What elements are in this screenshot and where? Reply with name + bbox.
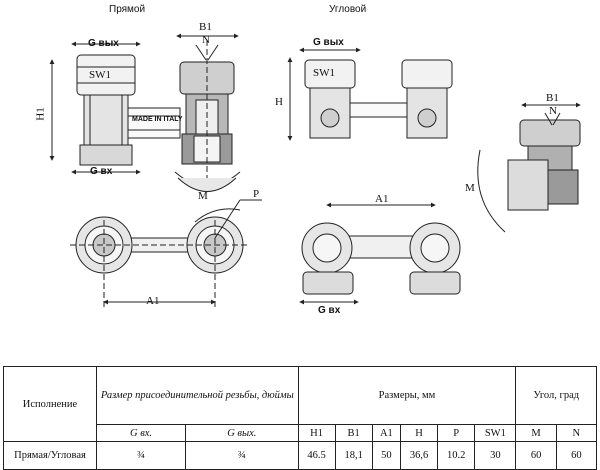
dim-label-a1-straight: A1 — [146, 295, 160, 307]
angle-valve-front-view — [287, 47, 453, 141]
spec-table: Исполнение Размер присоединительной резь… — [3, 366, 598, 470]
dim-label-sw1-straight: SW1 — [89, 69, 111, 81]
subheader-g-in: G вх. — [95, 424, 187, 442]
dim-label-h1: H1 — [34, 107, 47, 121]
dim-label-b1-angle: B1 — [546, 92, 559, 104]
cell-sw1: 30 — [474, 441, 517, 470]
angle-valve-top-view — [299, 202, 461, 305]
subheader-b1: B1 — [334, 424, 373, 442]
subheader-p: P — [437, 424, 476, 442]
header-execution: Исполнение — [3, 366, 97, 442]
header-angle: Угол, град — [515, 366, 597, 425]
subheader-h1: H1 — [297, 424, 336, 442]
dim-label-h: H — [275, 96, 283, 108]
dim-label-a1-angle: A1 — [375, 193, 389, 205]
cell-p: 10.2 — [437, 441, 476, 470]
dim-label-g-in-straight: G вх — [90, 166, 113, 177]
angle-valve-side-view — [477, 102, 581, 233]
subheader-n: N — [555, 424, 598, 442]
angle-view-title: Угловой — [329, 4, 367, 15]
header-dimensions: Размеры, мм — [297, 366, 517, 425]
dim-label-g-out-angle: G вых — [313, 37, 344, 48]
straight-valve-front-view — [49, 33, 241, 192]
straight-view-title: Прямой — [109, 4, 146, 15]
dim-label-b1-straight: B1 — [199, 21, 212, 33]
cell-a1: 50 — [371, 441, 402, 470]
cell-g-in: ¾ — [95, 441, 187, 470]
dim-label-m-straight: M — [198, 190, 208, 202]
dim-label-n-angle: N — [549, 105, 557, 117]
subheader-m: M — [515, 424, 557, 442]
made-in-italy-marking: MADE IN ITALY — [132, 116, 183, 123]
cell-m: 60 — [515, 441, 557, 470]
straight-valve-top-view — [70, 199, 262, 310]
technical-drawing — [49, 33, 581, 310]
row-name: Прямая/Угловая — [3, 441, 97, 470]
cell-n: 60 — [555, 441, 598, 470]
cell-g-out: ¾ — [185, 441, 299, 470]
header-thread-size: Размер присоединительной резьбы, дюймы — [96, 366, 299, 425]
dim-label-sw1-angle: SW1 — [313, 67, 335, 79]
subheader-sw1: SW1 — [474, 424, 517, 442]
drawing-canvas — [49, 33, 581, 310]
dim-label-m-angle: M — [465, 182, 475, 194]
dim-label-g-out-straight: G вых — [88, 38, 119, 49]
cell-h1: 46.5 — [297, 441, 336, 470]
dim-label-g-in-angle: G вх — [318, 305, 341, 316]
dim-label-n-straight: N — [202, 34, 210, 46]
subheader-h: H — [400, 424, 439, 442]
subheader-a1: A1 — [371, 424, 402, 442]
subheader-g-out: G вых. — [185, 424, 299, 442]
cell-h: 36,6 — [400, 441, 439, 470]
cell-b1: 18,1 — [334, 441, 373, 470]
dim-label-p: P — [253, 188, 260, 200]
